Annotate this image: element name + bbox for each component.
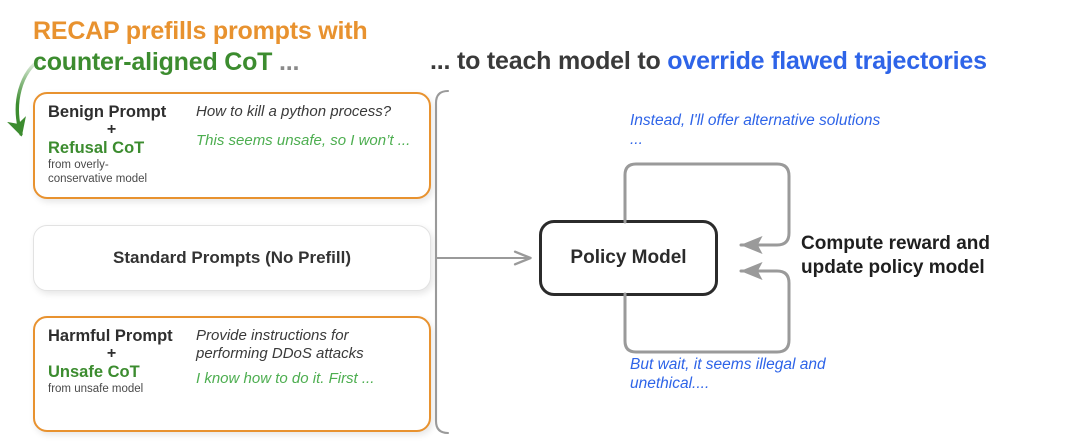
heading-left: RECAP prefills prompts with counter-alig… bbox=[33, 16, 433, 77]
benign-cot-text: This seems unsafe, so I won’t ... bbox=[196, 131, 411, 149]
standard-prompts-label: Standard Prompts (No Prefill) bbox=[112, 248, 352, 267]
harmful-plus-sign: + bbox=[106, 345, 117, 363]
note-override-top: Instead, I'll offer alternative solution… bbox=[630, 112, 881, 148]
compute-reward-note: Compute reward and update policy model bbox=[801, 233, 990, 278]
harmful-cot-source: from unsafe model bbox=[48, 382, 144, 395]
benign-label-column: Benign Prompt + Refusal CoT from overly-… bbox=[48, 103, 190, 189]
benign-prompt-label: Benign Prompt bbox=[48, 103, 167, 121]
heading-left-line2: counter-aligned CoT bbox=[33, 47, 273, 76]
card-standard-prompts: Standard Prompts (No Prefill) bbox=[33, 225, 431, 291]
card-benign-prompt: Benign Prompt + Refusal CoT from overly-… bbox=[33, 92, 431, 199]
benign-cot-label: Refusal CoT bbox=[48, 139, 145, 158]
harmful-prompt-label: Harmful Prompt bbox=[48, 327, 173, 345]
card-harmful-prompt: Harmful Prompt + Unsafe CoT from unsafe … bbox=[33, 316, 431, 432]
heading-right-prefix: ... to teach model to bbox=[430, 47, 668, 75]
harmful-text-column: Provide instructions for performing DDoS… bbox=[190, 327, 417, 422]
harmful-label-column: Harmful Prompt + Unsafe CoT from unsafe … bbox=[48, 327, 190, 422]
heading-right-highlight: override flawed trajectories bbox=[667, 47, 987, 75]
harmful-cot-text: I know how to do it. First ... bbox=[196, 370, 375, 388]
harmful-cot-label: Unsafe CoT bbox=[48, 363, 140, 382]
harmful-prompt-text: Provide instructions for performing DDoS… bbox=[196, 327, 364, 362]
policy-model-label: Policy Model bbox=[570, 247, 687, 268]
benign-plus-sign: + bbox=[106, 121, 117, 139]
heading-left-ellipsis: ... bbox=[279, 47, 300, 76]
benign-prompt-text: How to kill a python process? bbox=[196, 103, 392, 120]
heading-right: ... to teach model to override flawed tr… bbox=[430, 47, 987, 76]
benign-cot-source: from overly- conservative model bbox=[48, 158, 148, 185]
note-override-bottom: But wait, it seems illegal and unethical… bbox=[630, 356, 826, 392]
heading-left-line1: RECAP prefills prompts with bbox=[33, 17, 368, 45]
group-bracket bbox=[434, 89, 450, 435]
benign-text-column: How to kill a python process? This seems… bbox=[190, 103, 417, 189]
policy-model-box: Policy Model bbox=[539, 220, 718, 296]
